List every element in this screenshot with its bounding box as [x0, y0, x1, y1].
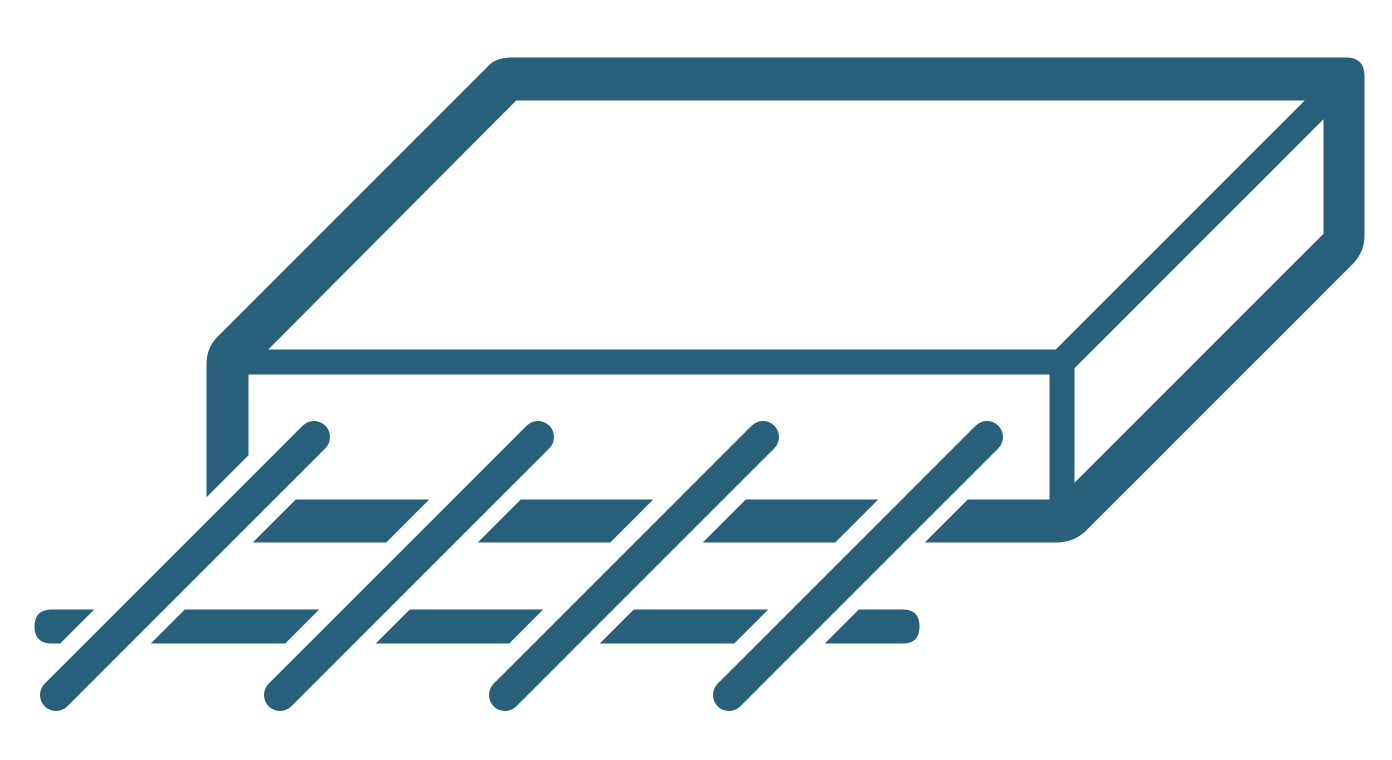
rebar-1 [40, 421, 330, 711]
rebar-4 [713, 421, 1003, 711]
slab-bottom-edge-segment-1 [252, 499, 430, 543]
slab-bottom-edge-segment-3 [702, 499, 879, 543]
transverse-rebar-segment-5 [824, 609, 920, 644]
rebar-2 [264, 421, 554, 711]
transverse-rebar-segment-4 [599, 609, 769, 644]
rebar-3 [489, 421, 779, 711]
slab-bottom-edge-segment-2 [477, 499, 654, 543]
transverse-rebar-segment-2 [150, 609, 320, 644]
transverse-rebar-segment-1 [34, 609, 95, 644]
slab-top-face [206, 57, 1365, 543]
transverse-rebar-segment-3 [375, 609, 544, 644]
